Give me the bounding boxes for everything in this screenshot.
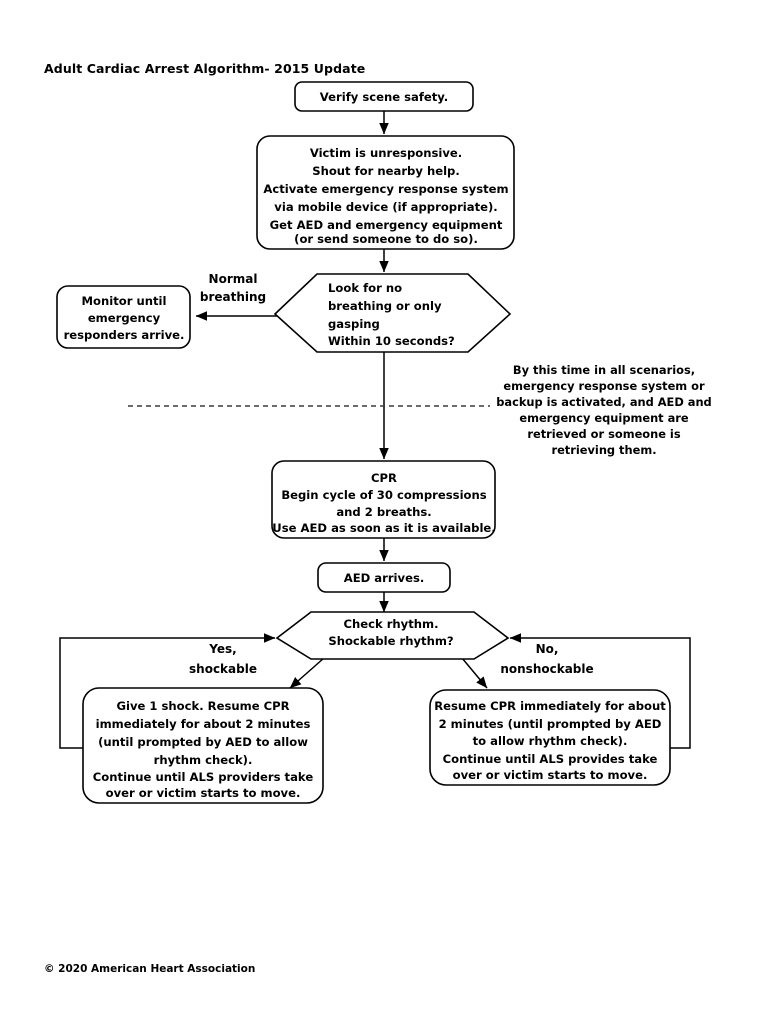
node-aed-arrives[interactable]: AED arrives. (317, 562, 451, 593)
node-shape-rounded-rect (317, 562, 451, 593)
edge-label-yes-shockable: Yes, shockable (189, 642, 257, 676)
node-line: 2 minutes (until prompted by AED (439, 717, 662, 731)
side-note-line: backup is activated, and AED and (496, 395, 711, 409)
edge-label-line: shockable (189, 662, 257, 676)
node-line: via mobile device (if appropriate). (274, 200, 497, 214)
connector-group (59, 110, 691, 749)
node-line: Use AED as soon as it is available. (272, 521, 495, 535)
node-shape-hexagon (273, 273, 512, 353)
node-shockable-action[interactable]: Give 1 shock. Resume CPR immediately for… (82, 687, 324, 804)
side-note-line: retrieving them. (551, 443, 656, 457)
node-line: Begin cycle of 30 compressions (281, 488, 486, 502)
node-line: Monitor until (82, 294, 167, 308)
node-line: Verify scene safety. (320, 90, 448, 104)
node-line: Within 10 seconds? (328, 334, 455, 348)
node-shape-rounded-rect (256, 135, 515, 250)
node-line: Continue until ALS providers take (93, 770, 314, 784)
edge-label-line: nonshockable (500, 662, 593, 676)
node-line: gasping (328, 317, 380, 331)
node-line: and 2 breaths. (336, 505, 431, 519)
edge-label-line: Yes, (208, 642, 236, 656)
node-shape-rounded-rect (82, 687, 324, 804)
node-line: Check rhythm. (343, 617, 438, 631)
node-victim-unresponsive[interactable]: Victim is unresponsive. Shout for nearby… (256, 135, 515, 250)
node-shape-rounded-rect (271, 460, 496, 539)
node-line: immediately for about 2 minutes (96, 717, 311, 731)
page-title: Adult Cardiac Arrest Algorithm- 2015 Upd… (44, 61, 366, 76)
node-line: (or send someone to do so). (294, 232, 478, 246)
node-line: Activate emergency response system (263, 182, 508, 196)
side-note-line: By this time in all scenarios, (513, 363, 695, 377)
node-line: Resume CPR immediately for about (434, 699, 666, 713)
node-rhythm-check[interactable]: Check rhythm. Shockable rhythm? (275, 611, 510, 660)
node-monitor-until-responders-arrive[interactable]: Monitor until emergency responders arriv… (56, 285, 191, 349)
edge-label-normal-breathing: Normal breathing (200, 272, 266, 304)
node-line: over or victim starts to move. (106, 786, 301, 800)
edge-rhythm-check-to-shockable-action (289, 657, 325, 689)
edge-rhythm-check-to-nonshockable-action (461, 657, 488, 689)
node-line: Shout for nearby help. (312, 164, 460, 178)
node-line: Continue until ALS provides take (443, 752, 658, 766)
node-line: emergency (88, 311, 161, 325)
side-note-line: emergency response system or (503, 379, 705, 393)
annotation-side-note: By this time in all scenarios, emergency… (496, 363, 711, 457)
node-line: (until prompted by AED to allow (98, 735, 308, 749)
node-line: rhythm check). (154, 753, 253, 767)
edge-label-line: breathing (200, 290, 266, 304)
node-shape-hexagon (275, 611, 510, 660)
node-line: Get AED and emergency equipment (270, 218, 503, 232)
edge-label-no-nonshockable: No, nonshockable (500, 642, 593, 676)
node-line: Victim is unresponsive. (310, 146, 462, 160)
copyright-notice: © 2020 American Heart Association (44, 963, 256, 975)
node-line: over or victim starts to move. (453, 768, 648, 782)
side-note-line: emergency equipment are (519, 411, 689, 425)
loop-nonshockable-to-rhythm-check (509, 633, 691, 749)
node-line: to allow rhythm check). (473, 734, 628, 748)
node-shape-rounded-rect (56, 285, 191, 349)
side-note-line: retrieved or someone is (527, 427, 680, 441)
edge-label-line: Normal (209, 272, 258, 286)
node-shape-rounded-rect (429, 689, 671, 786)
edge-label-line: No, (536, 642, 559, 656)
node-line: Shockable rhythm? (328, 634, 453, 648)
node-verify-scene-safety[interactable]: Verify scene safety. (294, 81, 474, 112)
node-line: AED arrives. (344, 571, 425, 585)
node-nonshockable-action[interactable]: Resume CPR immediately for about 2 minut… (429, 689, 671, 786)
node-shape-rounded-rect (294, 81, 474, 112)
node-line: Look for no (328, 281, 402, 295)
loop-shockable-to-rhythm-check (59, 633, 276, 749)
node-breathing-check[interactable]: Look for no breathing or only gasping Wi… (273, 273, 512, 353)
node-line: Give 1 shock. Resume CPR (116, 699, 289, 713)
node-line: breathing or only (328, 299, 442, 313)
node-line-header: CPR (371, 471, 397, 485)
node-line: responders arrive. (64, 328, 185, 342)
node-cpr[interactable]: CPR Begin cycle of 30 compressions and 2… (271, 460, 496, 539)
